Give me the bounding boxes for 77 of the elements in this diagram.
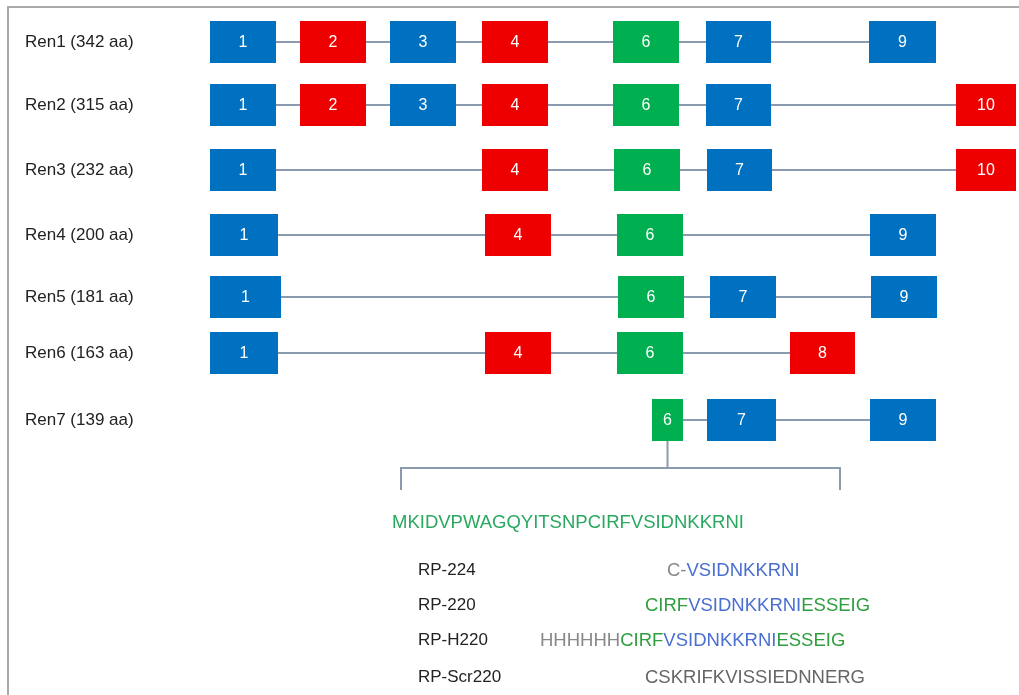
exon-box: 9 <box>869 21 936 63</box>
sequence-text: MKIDVPWAGQYITSNPCIRFVSIDNKKRNI <box>392 511 744 533</box>
intron-line <box>770 41 870 43</box>
intron-line <box>275 169 483 171</box>
intron-line <box>683 296 711 298</box>
isoform-label: Ren6 (163 aa) <box>25 342 134 364</box>
exon-box: 7 <box>707 149 772 191</box>
exon-box: 2 <box>300 84 366 126</box>
intron-line <box>550 234 618 236</box>
exon-box: 1 <box>210 149 276 191</box>
isoform-label: Ren3 (232 aa) <box>25 159 134 181</box>
peptide-label: RP-220 <box>418 594 476 616</box>
exon-box: 9 <box>871 276 937 318</box>
sequence-text: CSKRIFKVISSIEDNNERG <box>645 666 865 688</box>
exon-box: 7 <box>710 276 776 318</box>
sequence-text: HHHHHHCIRFVSIDNKKRNIESSEIG <box>540 629 846 651</box>
intron-line <box>280 296 619 298</box>
exon-box: 9 <box>870 214 936 256</box>
intron-line <box>455 41 483 43</box>
exon-box: 7 <box>707 399 776 441</box>
intron-line <box>678 104 707 106</box>
exon-box: 10 <box>956 149 1016 191</box>
peptide-label: RP-224 <box>418 559 476 581</box>
intron-line <box>277 352 486 354</box>
exon-box: 6 <box>614 149 680 191</box>
intron-line <box>547 104 614 106</box>
exon-box: 6 <box>618 276 684 318</box>
exon-box: 4 <box>485 214 551 256</box>
isoform-label: Ren2 (315 aa) <box>25 94 134 116</box>
intron-line <box>455 104 483 106</box>
exon-box: 3 <box>390 21 456 63</box>
exon-box: 6 <box>652 399 683 441</box>
intron-line <box>550 352 618 354</box>
intron-line <box>275 104 301 106</box>
exon-box: 10 <box>956 84 1016 126</box>
exon-box: 4 <box>482 149 548 191</box>
isoform-label: Ren1 (342 aa) <box>25 31 134 53</box>
intron-line <box>365 104 391 106</box>
intron-line <box>682 419 708 421</box>
exon-box: 8 <box>790 332 855 374</box>
intron-line <box>547 41 614 43</box>
exon-box: 9 <box>870 399 936 441</box>
intron-line <box>682 234 871 236</box>
sequence-text: CIRFVSIDNKKRNIESSEIG <box>645 594 871 616</box>
intron-line <box>771 169 957 171</box>
intron-line <box>365 41 391 43</box>
exon-box: 1 <box>210 214 278 256</box>
exon-box: 3 <box>390 84 456 126</box>
intron-line <box>682 352 791 354</box>
exon-box: 1 <box>210 21 276 63</box>
sequence-text: C-VSIDNKKRNI <box>667 559 800 581</box>
intron-line <box>275 41 301 43</box>
intron-line <box>547 169 615 171</box>
exon-box: 7 <box>706 84 771 126</box>
peptide-label: RP-H220 <box>418 629 488 651</box>
peptide-label: RP-Scr220 <box>418 666 502 688</box>
isoform-label: Ren7 (139 aa) <box>25 409 134 431</box>
intron-line <box>679 169 708 171</box>
exon-box: 4 <box>482 21 548 63</box>
isoform-label: Ren4 (200 aa) <box>25 224 134 246</box>
exon-box: 4 <box>482 84 548 126</box>
exon-box: 6 <box>613 21 679 63</box>
exon-box: 6 <box>617 214 683 256</box>
exon-box: 1 <box>210 332 278 374</box>
exon-box: 7 <box>706 21 771 63</box>
exon-box: 1 <box>210 84 276 126</box>
exon-box: 6 <box>617 332 683 374</box>
intron-line <box>678 41 707 43</box>
exon-box: 4 <box>485 332 551 374</box>
intron-line <box>775 419 871 421</box>
intron-line <box>770 104 957 106</box>
intron-line <box>775 296 872 298</box>
exon-box: 1 <box>210 276 281 318</box>
intron-line <box>277 234 486 236</box>
exon-box: 2 <box>300 21 366 63</box>
exon-box: 6 <box>613 84 679 126</box>
isoform-label: Ren5 (181 aa) <box>25 286 134 308</box>
